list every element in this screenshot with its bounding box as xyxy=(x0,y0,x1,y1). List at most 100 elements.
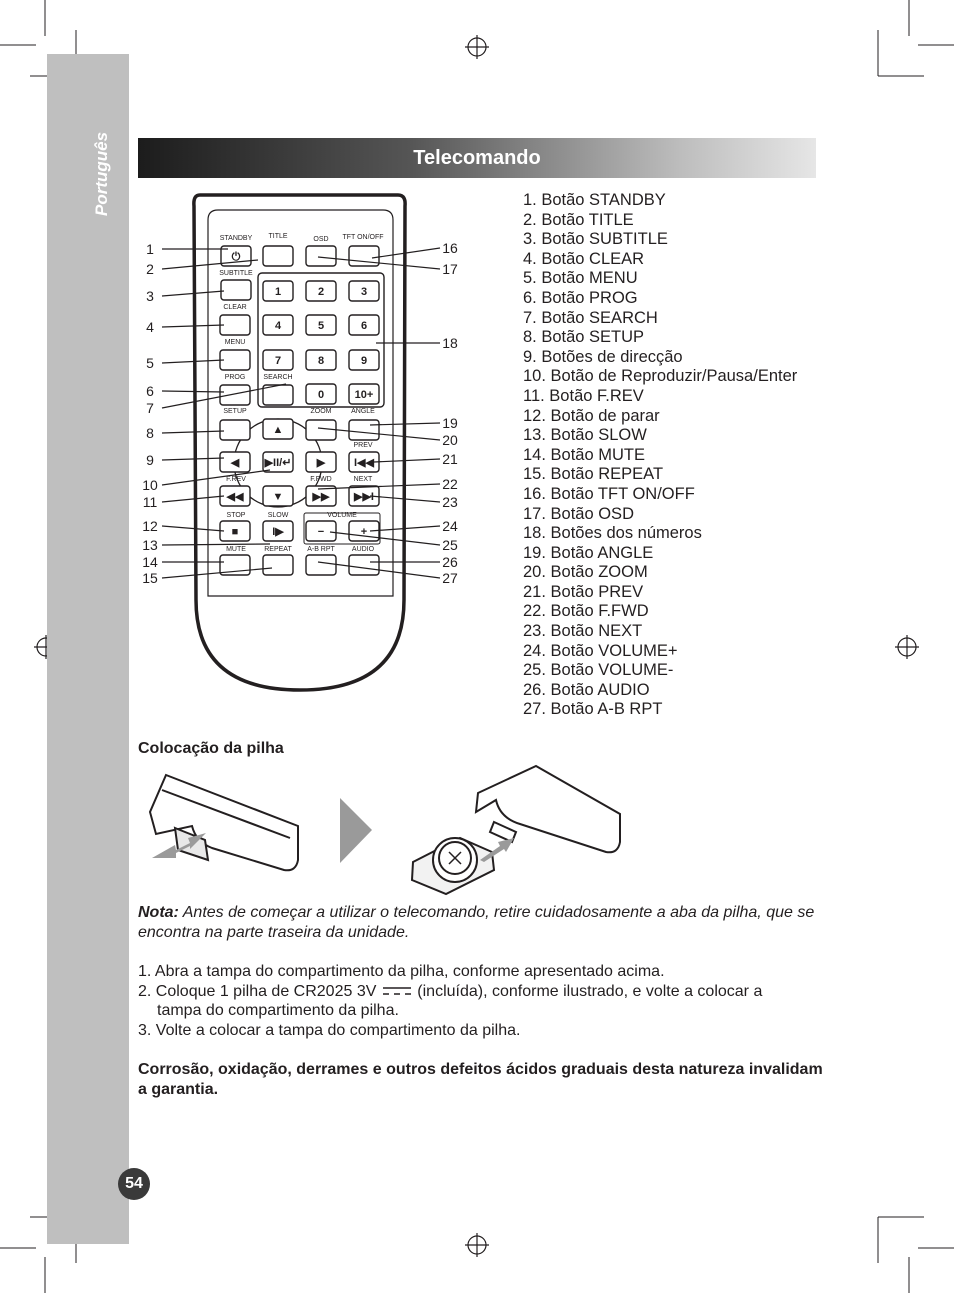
clear-button xyxy=(219,314,251,336)
down-button-symbol: ▼ xyxy=(273,491,284,503)
digit-label: 4 xyxy=(275,320,282,332)
legend-item: 26. Botão AUDIO xyxy=(523,680,650,699)
button-caption: PROG xyxy=(225,374,246,381)
osd-button xyxy=(305,245,337,267)
button-caption: STOP xyxy=(227,512,246,519)
play-pause-button xyxy=(262,451,294,473)
legend-item: 11. Botão F.REV xyxy=(523,386,644,405)
legend-item: 1. Botão STANDBY xyxy=(523,191,666,209)
callout-number: 15 xyxy=(142,570,158,586)
standby-button-symbol: ⏻ xyxy=(232,250,241,263)
legend-item: 22. Botão F.FWD xyxy=(523,602,649,621)
legend-item: 20. Botão ZOOM xyxy=(523,563,648,582)
legend-item: 23. Botão NEXT xyxy=(523,622,643,641)
page-title: Telecomando xyxy=(413,147,541,169)
callout-line xyxy=(369,495,441,503)
callout-line xyxy=(161,567,273,579)
legend-item: 16. Botão TFT ON/OFF xyxy=(523,484,695,503)
digit-label: 2 xyxy=(318,286,324,298)
callout-number: 14 xyxy=(142,554,158,570)
page-number: 54 xyxy=(118,1168,150,1200)
digit-button xyxy=(348,383,380,405)
callout-number: 2 xyxy=(146,261,154,277)
zoom-button xyxy=(305,419,337,441)
legend-item: 5. Botão MENU xyxy=(523,269,638,288)
right-button-symbol: ▶ xyxy=(316,457,326,469)
legend-item: 15. Botão REPEAT xyxy=(523,465,664,484)
left-button xyxy=(219,451,251,473)
button-caption: ZOOM xyxy=(311,408,332,415)
legend-item: 24. Botão VOLUME+ xyxy=(523,641,678,660)
callout-line xyxy=(161,390,225,393)
callout-number: 9 xyxy=(146,452,154,468)
legend-item: 8. Botão SETUP xyxy=(523,328,645,347)
legend-item: 10. Botão de Reproduzir/Pausa/Enter xyxy=(523,367,798,386)
next-button xyxy=(348,485,380,507)
button-caption: PREV xyxy=(353,442,372,449)
button-caption: F.FWD xyxy=(310,476,331,483)
callout-line xyxy=(317,256,441,270)
menu-button xyxy=(219,349,251,371)
callout-line xyxy=(161,383,287,409)
note-label: Nota: xyxy=(138,904,179,921)
callout-number: 24 xyxy=(442,518,458,534)
digit-button xyxy=(305,349,337,371)
volume-plus-button-symbol: + xyxy=(361,526,367,538)
callout-number: 4 xyxy=(146,319,154,335)
legend-item: 7. Botão SEARCH xyxy=(523,308,658,327)
callout-number: 17 xyxy=(442,261,458,277)
callout-number: 12 xyxy=(142,518,158,534)
callout-number: 1 xyxy=(146,241,154,257)
digit-label: 9 xyxy=(361,355,367,367)
stop-button-symbol: ■ xyxy=(232,526,239,538)
next-button-symbol: ▶▶I xyxy=(353,491,374,503)
callout-number: 27 xyxy=(442,570,458,586)
digit-button xyxy=(348,280,380,302)
legend-item: 3. Botão SUBTITLE xyxy=(523,230,668,249)
down-button xyxy=(262,485,294,507)
step-2: 2. Coloque 1 pilha de CR2025 3V (incluíd… xyxy=(138,982,763,1000)
digit-button xyxy=(348,349,380,371)
digit-label: 5 xyxy=(318,320,324,332)
callout-line xyxy=(369,525,441,532)
section-title-bar: Telecomando xyxy=(138,138,816,178)
button-caption: OSD xyxy=(313,236,328,243)
volume-plus-button xyxy=(348,520,380,542)
callout-number: 16 xyxy=(442,240,458,256)
button-caption: SUBTITLE xyxy=(219,270,253,277)
warranty-warning: Corrosão, oxidação, derrames e outros de… xyxy=(138,1061,823,1098)
button-caption: AUDIO xyxy=(352,546,375,553)
button-caption: VOLUME xyxy=(327,512,357,519)
note-text: Antes de começar a utilizar o telecomand… xyxy=(138,904,815,941)
button-caption: TFT ON/OFF xyxy=(342,234,383,241)
callout-number: 11 xyxy=(143,494,158,510)
digit-label: 3 xyxy=(361,286,367,298)
digit-label: 0 xyxy=(318,389,324,401)
digit-button xyxy=(262,280,294,302)
callout-line xyxy=(373,458,441,463)
left-button-symbol: ◀ xyxy=(230,457,240,469)
callout-line xyxy=(317,427,441,441)
callout-line xyxy=(161,324,225,328)
callout-number: 6 xyxy=(146,383,154,399)
digit-label: 8 xyxy=(318,355,324,367)
callout-line xyxy=(161,457,225,461)
button-caption: SLOW xyxy=(268,512,289,519)
button-caption: SETUP xyxy=(223,408,247,415)
callout-line xyxy=(161,430,225,434)
callout-number: 7 xyxy=(146,400,154,416)
legend-item: 21. Botão PREV xyxy=(523,582,644,601)
callout-line xyxy=(371,247,441,259)
legend-item: 17. Botão OSD xyxy=(523,504,634,523)
volume-group-outline xyxy=(303,512,381,545)
digit-button xyxy=(305,314,337,336)
callout-line xyxy=(329,531,441,546)
up-button-symbol: ▲ xyxy=(273,424,284,436)
volume-minus-button-symbol: − xyxy=(318,526,324,538)
callout-number: 10 xyxy=(142,477,158,493)
callout-number: 26 xyxy=(442,554,458,570)
button-caption: ANGLE xyxy=(351,408,375,415)
repeat-button xyxy=(262,554,294,576)
